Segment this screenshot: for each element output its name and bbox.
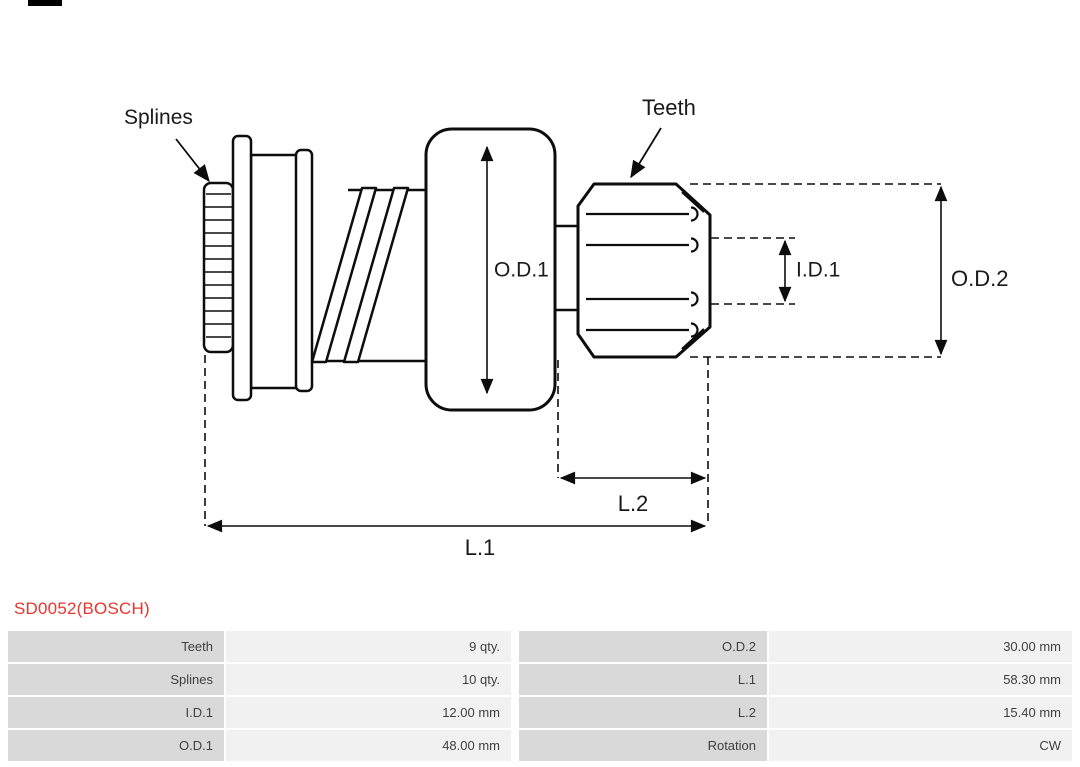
spec-label-cell: O.D.1	[8, 730, 224, 761]
spec-label-cell: Rotation	[519, 730, 767, 761]
part-number-title: SD0052(BOSCH)	[14, 599, 150, 618]
splines-arrow	[175, 138, 210, 183]
od1-label: O.D.1	[494, 259, 549, 282]
dim-id1: I.D.1	[778, 239, 840, 303]
spec-label-cell: Teeth	[8, 631, 224, 662]
pinion-shaft	[555, 224, 579, 312]
table-gap	[511, 730, 519, 761]
splines-callout: Splines	[124, 106, 210, 183]
gear-teeth-grooves	[586, 191, 705, 350]
spec-value-cell: CW	[769, 730, 1072, 761]
dim-l1: L.1	[206, 519, 707, 560]
table-gap	[767, 631, 769, 662]
table-gap	[224, 730, 226, 761]
table-gap	[224, 697, 226, 728]
part-diagram: Splines Teeth	[124, 95, 1008, 560]
spec-label-cell: I.D.1	[8, 697, 224, 728]
spec-value-cell: 58.30 mm	[769, 664, 1072, 695]
table-gap	[224, 631, 226, 662]
od2-label: O.D.2	[951, 266, 1008, 291]
spec-value-cell: 48.00 mm	[226, 730, 511, 761]
splined-shaft	[202, 181, 235, 354]
table-gap	[511, 664, 519, 695]
spec-value-cell: 9 qty.	[226, 631, 511, 662]
pinion-gear	[576, 182, 712, 359]
spec-label-cell: L.2	[519, 697, 767, 728]
spec-value-cell: 10 qty.	[226, 664, 511, 695]
spec-label-cell: L.1	[519, 664, 767, 695]
table-gap	[511, 631, 519, 662]
spec-table: Teeth 9 qty. O.D.2 30.00 mm Splines 10 q…	[8, 631, 1072, 761]
l1-label: L.1	[465, 535, 496, 560]
dim-od2: O.D.2	[934, 185, 1008, 356]
washer-disc-left	[231, 134, 253, 402]
logo-fragment	[28, 0, 62, 6]
splines-label: Splines	[124, 106, 193, 129]
table-gap	[767, 730, 769, 761]
return-spring	[310, 186, 427, 364]
spec-label-cell: Splines	[8, 664, 224, 695]
reference-lines	[204, 183, 941, 526]
teeth-callout: Teeth	[630, 95, 696, 179]
clutch-housing: O.D.1	[424, 127, 557, 412]
id1-label: I.D.1	[796, 259, 840, 282]
washer-disc-right	[294, 148, 314, 393]
table-gap	[767, 697, 769, 728]
l2-label: L.2	[618, 491, 649, 516]
teeth-arrow	[630, 127, 662, 179]
table-gap	[767, 664, 769, 695]
spec-value-cell: 15.40 mm	[769, 697, 1072, 728]
spec-label-cell: O.D.2	[519, 631, 767, 662]
dim-l2: L.2	[559, 471, 707, 516]
table-gap	[224, 664, 226, 695]
hub	[249, 153, 299, 390]
teeth-label: Teeth	[642, 95, 696, 120]
spec-value-cell: 30.00 mm	[769, 631, 1072, 662]
dim-od1: O.D.1	[480, 145, 549, 395]
table-gap	[511, 697, 519, 728]
spec-value-cell: 12.00 mm	[226, 697, 511, 728]
